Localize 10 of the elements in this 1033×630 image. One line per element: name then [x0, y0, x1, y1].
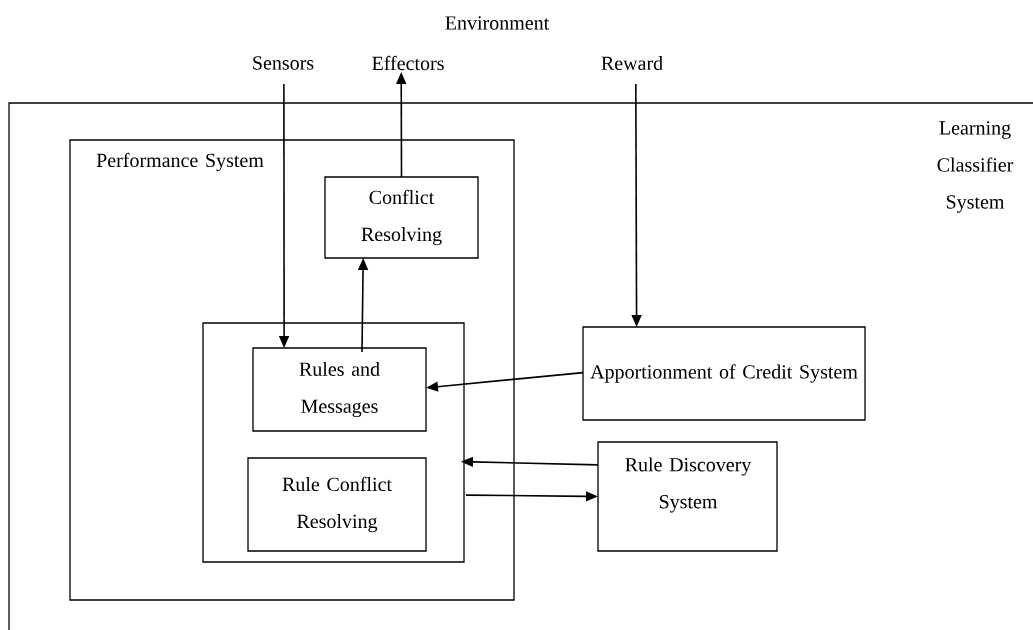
output-label: Effectors — [372, 55, 444, 71]
process-box: Apportionment of Credit System — [582, 326, 866, 421]
heading: Environment — [445, 16, 550, 30]
process-box: Rule Conflict Resolving — [247, 457, 427, 552]
input-label: Reward — [601, 55, 663, 71]
process-box: Rules and Messages — [252, 347, 427, 432]
group-box — [202, 322, 465, 563]
process-box: Rule Discovery System — [597, 441, 778, 552]
input-label: Sensors — [253, 56, 314, 70]
process-box: Conflict Resolving — [324, 176, 479, 259]
